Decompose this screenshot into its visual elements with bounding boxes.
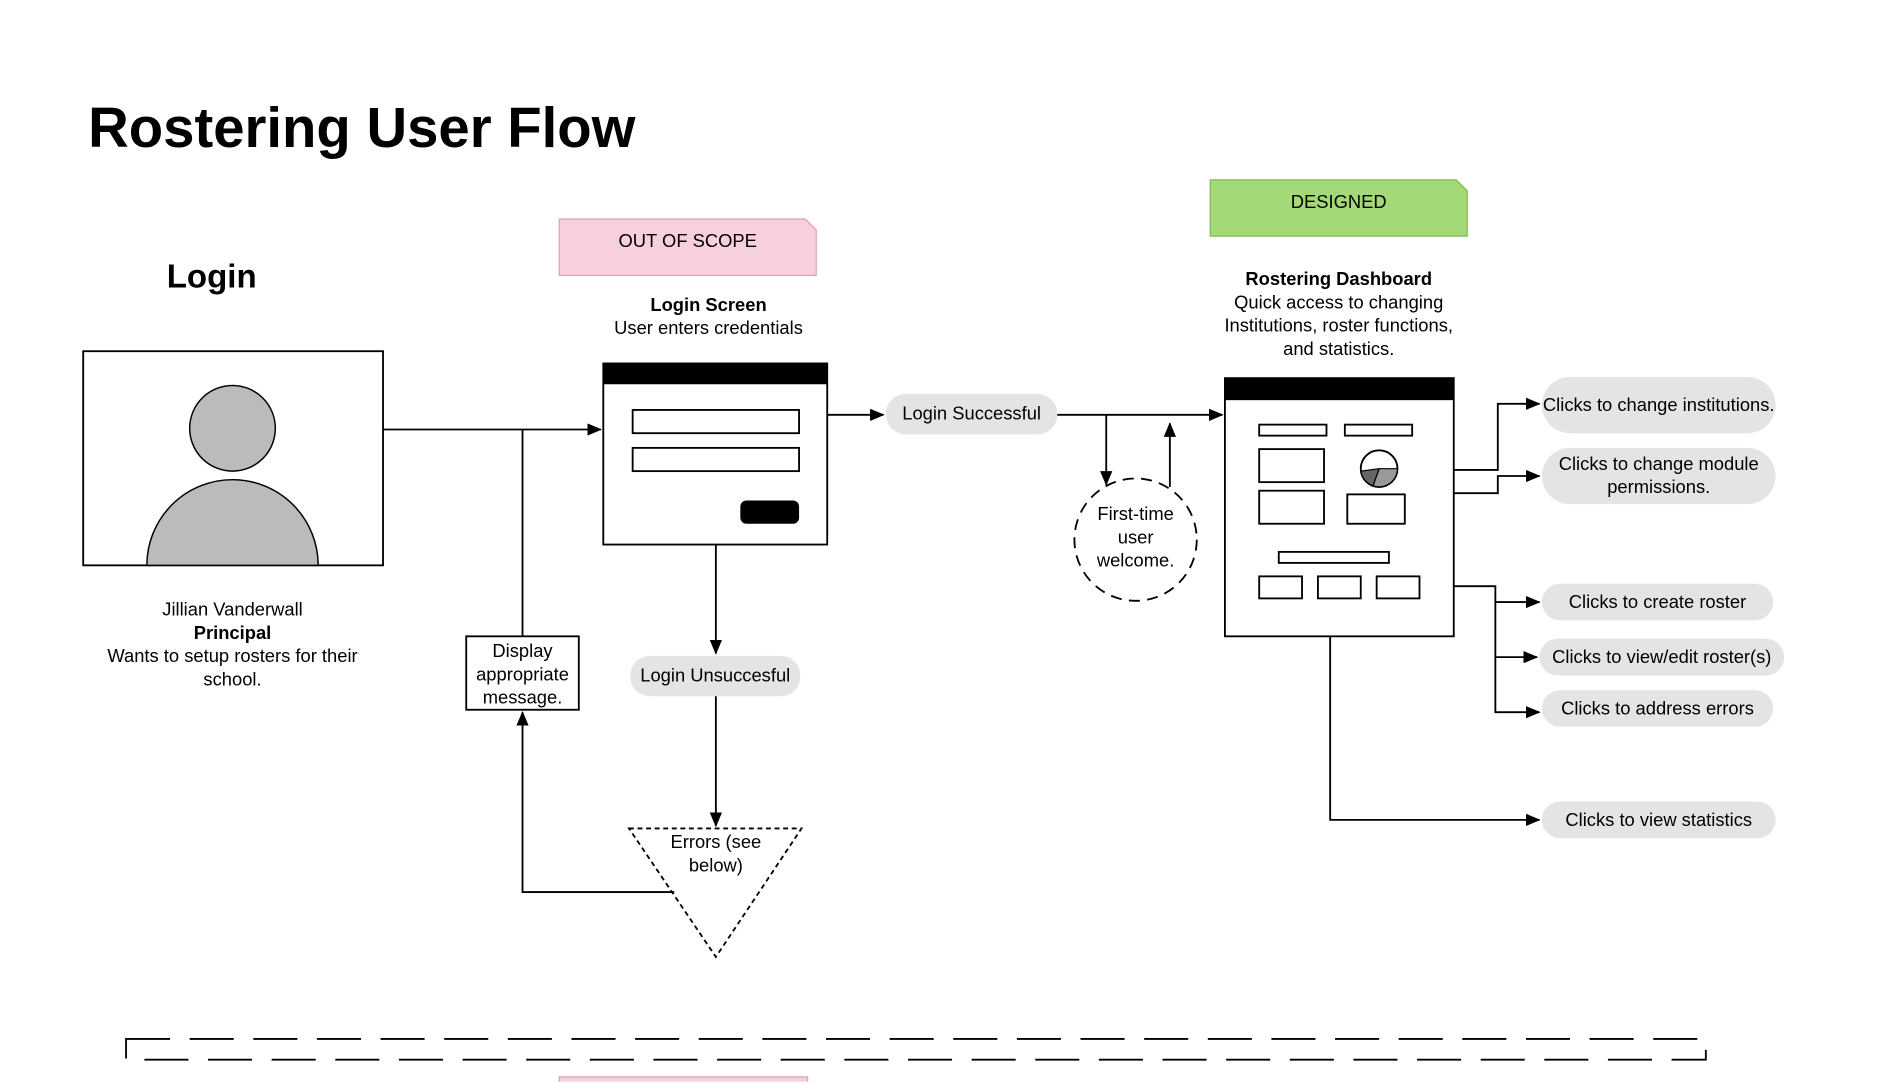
avatar-body <box>146 479 319 567</box>
persona-goal: Wants to setup rosters for their school. <box>107 646 358 691</box>
page-title: Rostering User Flow <box>88 95 636 160</box>
action-address-errors: Clicks to address errors <box>1561 698 1754 719</box>
login-screen-caption: Login Screen User enters credentials <box>575 294 842 341</box>
persona-name: Jillian Vanderwall <box>162 599 303 621</box>
persona-label: Jillian Vanderwall Principal Wants to se… <box>86 598 380 691</box>
dashboard-title: Rostering Dashboard <box>1245 269 1433 291</box>
connectors <box>383 397 1541 893</box>
password-field <box>631 446 800 473</box>
login-unsuccessful-label: Login Unsuccesful <box>640 665 791 687</box>
dashboard-desc: Quick access to changing Institutions, r… <box>1224 292 1453 360</box>
display-message-label: Display appropriate message. <box>476 641 569 709</box>
display-message-box <box>465 635 580 711</box>
action-view-edit-rosters: Clicks to view/edit roster(s) <box>1552 646 1772 668</box>
action-create-roster: Clicks to create roster <box>1568 591 1747 613</box>
login-submit-shape <box>740 500 800 524</box>
username-field <box>631 409 800 435</box>
dashboard-wireframe <box>1224 377 1455 638</box>
login-screen-desc: User enters credentials <box>614 318 803 339</box>
login-screen-title: Login Screen <box>650 294 767 316</box>
dashboard-caption: Rostering Dashboard Quick access to chan… <box>1216 268 1461 361</box>
section-heading: Login <box>166 258 257 295</box>
errors-section-container <box>125 1038 1707 1061</box>
first-time-welcome-label: First-time user welcome. <box>1096 504 1175 572</box>
persona-card <box>82 350 384 567</box>
out-of-scope-note <box>558 218 817 276</box>
welcome-circle <box>1073 477 1198 602</box>
login-screen-wireframe <box>602 362 829 546</box>
designed-label: DESIGNED <box>1290 192 1387 213</box>
out-of-scope-label: OUT OF SCOPE <box>618 231 757 253</box>
action-change-module-permissions: Clicks to change module permissions. <box>1558 453 1759 499</box>
action-change-institutions: Clicks to change institutions. <box>1542 394 1775 416</box>
login-successful-label: Login Successful <box>902 403 1042 425</box>
action-view-statistics: Clicks to view statistics <box>1565 809 1753 831</box>
avatar-head <box>188 384 277 472</box>
errors-label: Errors (see below) <box>670 832 762 877</box>
persona-role: Principal <box>193 622 272 644</box>
bottom-note-edge <box>558 1076 809 1082</box>
pill-shapes <box>630 376 1785 839</box>
designed-note <box>1209 179 1468 237</box>
